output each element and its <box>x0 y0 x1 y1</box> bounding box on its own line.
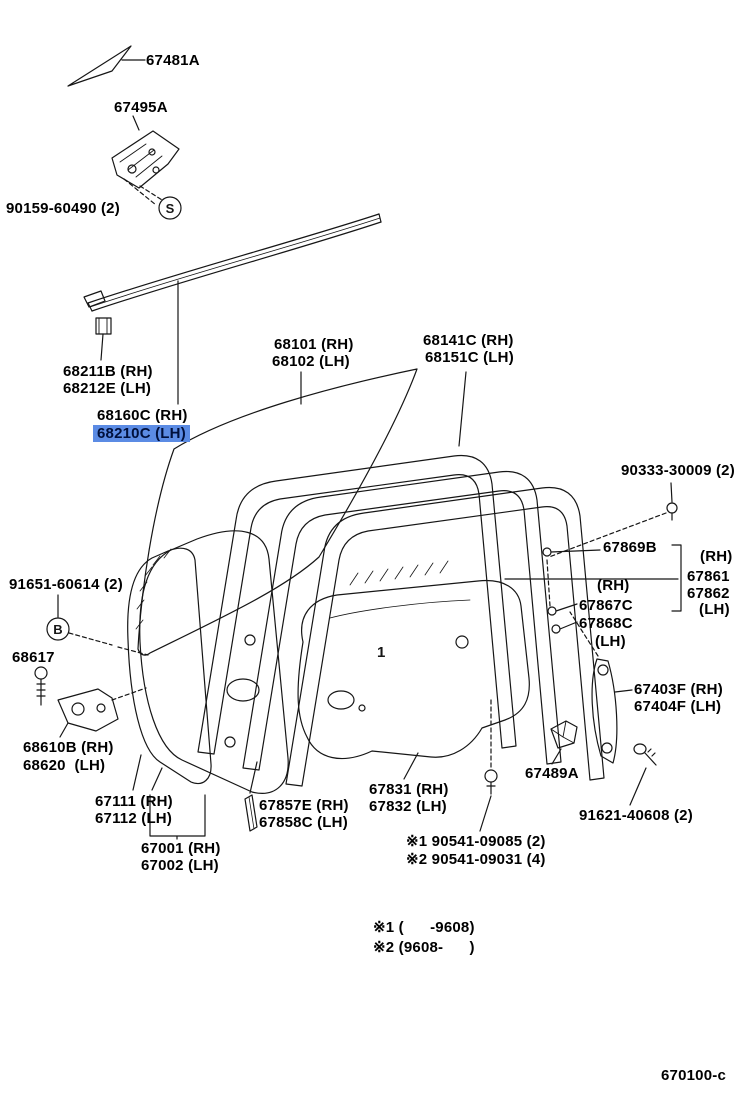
door-check-drawing <box>34 666 119 738</box>
label-68610B-rh[interactable]: 68610B (RH) <box>23 739 114 756</box>
frame-clip-drawing <box>542 547 601 557</box>
label-67481A[interactable]: 67481A <box>146 52 200 69</box>
screw-symbol-s: S <box>158 196 182 220</box>
label-68151C-lh[interactable]: 68151C (LH) <box>425 349 514 366</box>
label-67112-lh[interactable]: 67112 (LH) <box>95 810 173 827</box>
label-67489A[interactable]: 67489A <box>525 765 579 782</box>
label-67831-rh[interactable]: 67831 (RH) <box>369 781 449 798</box>
label-67868C[interactable]: 67868C <box>579 615 633 632</box>
label-68102-lh[interactable]: 68102 (LH) <box>272 353 350 370</box>
label-67832-lh[interactable]: 67832 (LH) <box>369 798 447 815</box>
mirror-bracket-drawing <box>111 115 180 189</box>
label-68141C-rh[interactable]: 68141C (RH) <box>423 332 514 349</box>
screw-91621-drawing <box>629 743 657 806</box>
label-90541-09085[interactable]: ※1 90541-09085 (2) <box>406 833 546 850</box>
bolt-symbol-b: B <box>46 594 70 641</box>
label-68101-rh[interactable]: 68101 (RH) <box>274 336 354 353</box>
label-67495A[interactable]: 67495A <box>114 99 168 116</box>
corner-garnish-drawing <box>67 45 146 87</box>
panel-stamp-mark: 1 <box>377 644 385 661</box>
label-68620-lh[interactable]: 68620 (LH) <box>23 757 106 774</box>
label-frame-rh: (RH) <box>700 548 733 565</box>
label-67858C-lh[interactable]: 67858C (LH) <box>259 814 348 831</box>
cover-pad-drawing <box>244 761 258 832</box>
note-range-2: ※2 (9608- ) <box>373 939 475 956</box>
belt-clip-drawing <box>95 317 112 361</box>
note-range-1: ※1 ( -9608) <box>373 919 475 936</box>
screw-90541-drawing <box>479 699 498 832</box>
belt-moulding-drawing <box>83 213 382 312</box>
label-68211B-rh[interactable]: 68211B (RH) <box>63 363 153 380</box>
svg-text:B: B <box>53 622 62 637</box>
label-frame-lh: (LH) <box>699 601 730 618</box>
label-90541-09031[interactable]: ※2 90541-09031 (4) <box>406 851 546 868</box>
svg-text:S: S <box>166 201 175 216</box>
screw-90333-drawing <box>666 482 678 521</box>
sash-frame-drawing <box>197 371 605 787</box>
label-67867C[interactable]: 67867C <box>579 597 633 614</box>
label-67002-lh[interactable]: 67002 (LH) <box>141 857 219 874</box>
pad-clips-drawing <box>546 559 578 634</box>
diagram-code: 670100-c <box>661 1067 726 1084</box>
label-68617[interactable]: 68617 <box>12 649 55 666</box>
label-90159-60490[interactable]: 90159-60490 (2) <box>6 200 120 217</box>
label-68210C-lh-highlighted[interactable]: 68210C (LH) <box>93 425 190 442</box>
label-67111-rh[interactable]: 67111 (RH) <box>95 793 173 810</box>
label-67869B[interactable]: 67869B <box>603 539 657 556</box>
label-68160C-rh[interactable]: 68160C (RH) <box>97 407 188 424</box>
label-67403F-rh[interactable]: 67403F (RH) <box>634 681 723 698</box>
label-67001-rh[interactable]: 67001 (RH) <box>141 840 221 857</box>
label-90333-30009[interactable]: 90333-30009 (2) <box>621 462 735 479</box>
label-67861[interactable]: 67861 <box>687 568 730 585</box>
cushion-drawing <box>550 720 578 765</box>
label-67862[interactable]: 67862 <box>687 585 730 602</box>
label-68212E-lh[interactable]: 68212E (LH) <box>63 380 152 397</box>
label-pad-lh: (LH) <box>595 633 626 650</box>
run-channel-drawing <box>591 658 633 764</box>
label-67857E-rh[interactable]: 67857E (RH) <box>259 797 349 814</box>
label-pad-rh: (RH) <box>597 577 630 594</box>
hole-cover-drawing: 1 <box>297 579 530 780</box>
door-panel-drawing <box>127 530 289 840</box>
label-91651-60614[interactable]: 91651-60614 (2) <box>9 576 123 593</box>
group-bracket <box>671 544 682 612</box>
label-67404F-lh[interactable]: 67404F (LH) <box>634 698 722 715</box>
label-91621-40608[interactable]: 91621-40608 (2) <box>579 807 693 824</box>
